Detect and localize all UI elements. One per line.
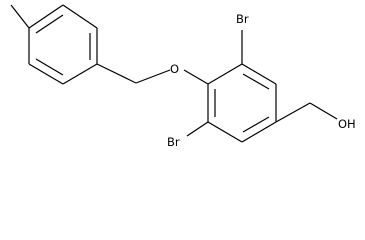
bond-methyl xyxy=(10,4,30,29)
bond-ring-2 xyxy=(241,63,277,85)
molecule-structure-diagram: Br O Br OH xyxy=(10,4,356,149)
bond-ring-4 xyxy=(241,121,277,143)
bond-tolyl-double-3 xyxy=(35,58,64,76)
bond-tolyl-double-1 xyxy=(35,14,64,34)
bond-tolyl-5 xyxy=(28,63,64,85)
atom-label-hydroxyl: OH xyxy=(338,117,356,131)
bond-ring-double-1 xyxy=(242,73,270,90)
bond-ch2-oxygen xyxy=(135,69,171,84)
bond-ring-double-2 xyxy=(242,116,270,133)
bond-tolyl-4 xyxy=(62,63,98,85)
tolyl-ring xyxy=(28,4,98,85)
atom-label-oxygen: O xyxy=(170,62,179,76)
bond-ring-5 xyxy=(207,121,243,143)
bond-tolyl-1 xyxy=(28,4,64,29)
bond-tolyl-2 xyxy=(62,4,98,29)
bond-ring-1 xyxy=(207,63,243,85)
atom-label-br-bottom: Br xyxy=(167,135,180,149)
bond-oxygen-ring xyxy=(183,69,209,85)
atom-label-br-top: Br xyxy=(236,12,249,26)
bond-br-bottom xyxy=(186,121,209,137)
bond-ring-ch2oh xyxy=(275,102,311,123)
bond-ch2-hydroxyl xyxy=(309,102,338,120)
central-ring xyxy=(207,63,277,143)
bond-benzyl-ch2 xyxy=(96,63,137,84)
